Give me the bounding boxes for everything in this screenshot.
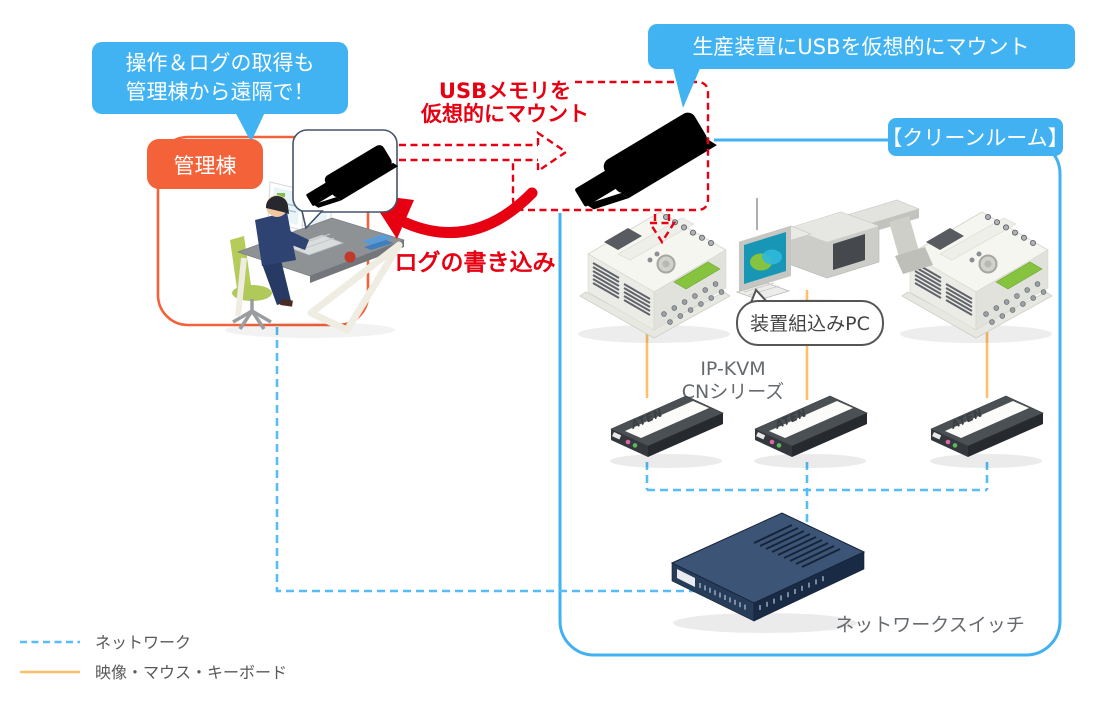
desk-frame bbox=[307, 241, 403, 334]
management-label: 管理棟 bbox=[174, 154, 237, 178]
mount-arrow-head bbox=[536, 130, 569, 174]
legend-io-label: 映像・マウス・キーボード bbox=[95, 663, 287, 682]
management-label-badge: 管理棟 bbox=[147, 139, 263, 189]
management-bubble-line1: 操作＆ログの取得も bbox=[126, 51, 315, 75]
embedded-pc-callout: 装置組込みPC bbox=[736, 288, 884, 346]
management-bubble: 操作＆ログの取得も 管理棟から遠隔で！ bbox=[92, 42, 348, 142]
kvm-series-line2: CNシリーズ bbox=[682, 381, 785, 403]
production-machine-left bbox=[577, 211, 731, 344]
notebooks bbox=[362, 234, 393, 245]
log-write-arrow bbox=[400, 187, 538, 239]
mount-down-arrow bbox=[648, 214, 677, 245]
usb-mount-note-line1: USBメモリを bbox=[439, 79, 571, 103]
embedded-pc-label: 装置組込みPC bbox=[750, 313, 870, 335]
cleanroom-bubble-text: 生産装置にUSBを仮想的にマウント bbox=[692, 35, 1029, 59]
switch-label: ネットワークスイッチ bbox=[835, 614, 1024, 636]
mount-loop bbox=[511, 80, 710, 212]
log-write-note: ログの書き込み bbox=[395, 249, 556, 276]
management-bubble-line2: 管理棟から遠隔で！ bbox=[126, 80, 315, 104]
kvm-unit-right bbox=[929, 395, 1044, 469]
network-line-management-to-switch bbox=[275, 327, 718, 593]
cleanroom-label-badge: 【クリーンルーム】 bbox=[881, 118, 1069, 156]
usb-callout: #usb-small .usb-body{fill:#4E4E55;stroke… bbox=[292, 129, 399, 230]
production-machine-middle bbox=[735, 198, 933, 315]
kvm-series-line1: IP-KVM bbox=[700, 358, 765, 380]
mount-arrow-shaft bbox=[399, 143, 538, 162]
network-line-kvm-to-switch bbox=[645, 462, 989, 540]
kvm-unit-middle bbox=[753, 395, 868, 469]
kvm-unit-left bbox=[609, 395, 724, 469]
person bbox=[255, 195, 309, 307]
mug bbox=[344, 251, 356, 263]
cleanroom-boundary bbox=[558, 138, 1062, 657]
cleanroom-label: 【クリーンルーム】 bbox=[881, 126, 1068, 150]
legend: ネットワーク 映像・マウス・キーボード bbox=[20, 633, 287, 682]
usb-mount-note-line2: 仮想的にマウント bbox=[420, 102, 589, 126]
network-switch bbox=[670, 512, 866, 633]
legend-network-label: ネットワーク bbox=[95, 633, 191, 652]
production-machine-right bbox=[899, 211, 1053, 344]
cleanroom-bubble: 生産装置にUSBを仮想的にマウント bbox=[648, 24, 1075, 108]
